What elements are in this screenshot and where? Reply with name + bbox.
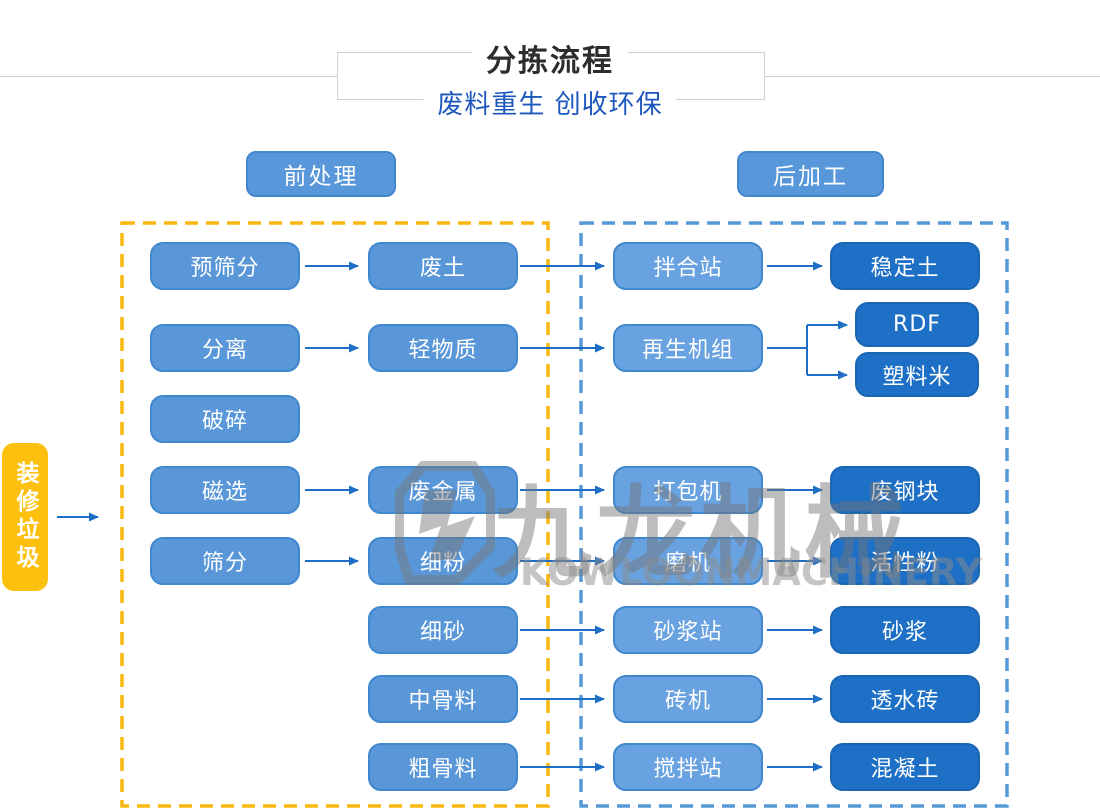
node-waste-soil[interactable]: 废土 <box>368 242 518 290</box>
node-rdf[interactable]: RDF <box>855 302 979 347</box>
node-stabilized-soil[interactable]: 稳定土 <box>830 242 980 290</box>
node-fine-powder[interactable]: 细粉 <box>368 537 518 585</box>
node-permeable-brick[interactable]: 透水砖 <box>830 675 980 723</box>
node-mixing-station[interactable]: 拌合站 <box>613 242 763 290</box>
source-decoration-waste: 装修垃圾 <box>2 443 48 591</box>
node-active-powder[interactable]: 活性粉 <box>830 537 980 585</box>
node-brick-machine[interactable]: 砖机 <box>613 675 763 723</box>
source-label: 装修垃圾 <box>12 461 38 573</box>
node-fine-sand[interactable]: 细砂 <box>368 606 518 654</box>
post-processing-frame <box>579 221 1009 808</box>
node-concrete[interactable]: 混凝土 <box>830 743 980 791</box>
page-subtitle: 废料重生 创收环保 <box>423 84 677 121</box>
node-mortar[interactable]: 砂浆 <box>830 606 980 654</box>
pre-processing-frame <box>120 221 550 808</box>
node-pre-screening[interactable]: 预筛分 <box>150 242 300 290</box>
node-medium-aggregate[interactable]: 中骨料 <box>368 675 518 723</box>
node-mortar-station[interactable]: 砂浆站 <box>613 606 763 654</box>
node-mill[interactable]: 磨机 <box>613 537 763 585</box>
node-scrap-metal[interactable]: 废金属 <box>368 466 518 514</box>
node-screening[interactable]: 筛分 <box>150 537 300 585</box>
node-baler[interactable]: 打包机 <box>613 466 763 514</box>
node-plastic-pellets[interactable]: 塑料米 <box>855 352 979 397</box>
node-concrete-mixing-station[interactable]: 搅拌站 <box>613 743 763 791</box>
section-post-processing[interactable]: 后加工 <box>737 151 884 197</box>
node-separation[interactable]: 分离 <box>150 324 300 372</box>
section-pre-processing[interactable]: 前处理 <box>246 151 396 197</box>
node-magnetic-separation[interactable]: 磁选 <box>150 466 300 514</box>
node-coarse-aggregate[interactable]: 粗骨料 <box>368 743 518 791</box>
node-light-material[interactable]: 轻物质 <box>368 324 518 372</box>
node-crushing[interactable]: 破碎 <box>150 395 300 443</box>
node-scrap-steel[interactable]: 废钢块 <box>830 466 980 514</box>
page-title: 分拣流程 <box>472 36 628 80</box>
node-regeneration-unit[interactable]: 再生机组 <box>613 324 763 372</box>
